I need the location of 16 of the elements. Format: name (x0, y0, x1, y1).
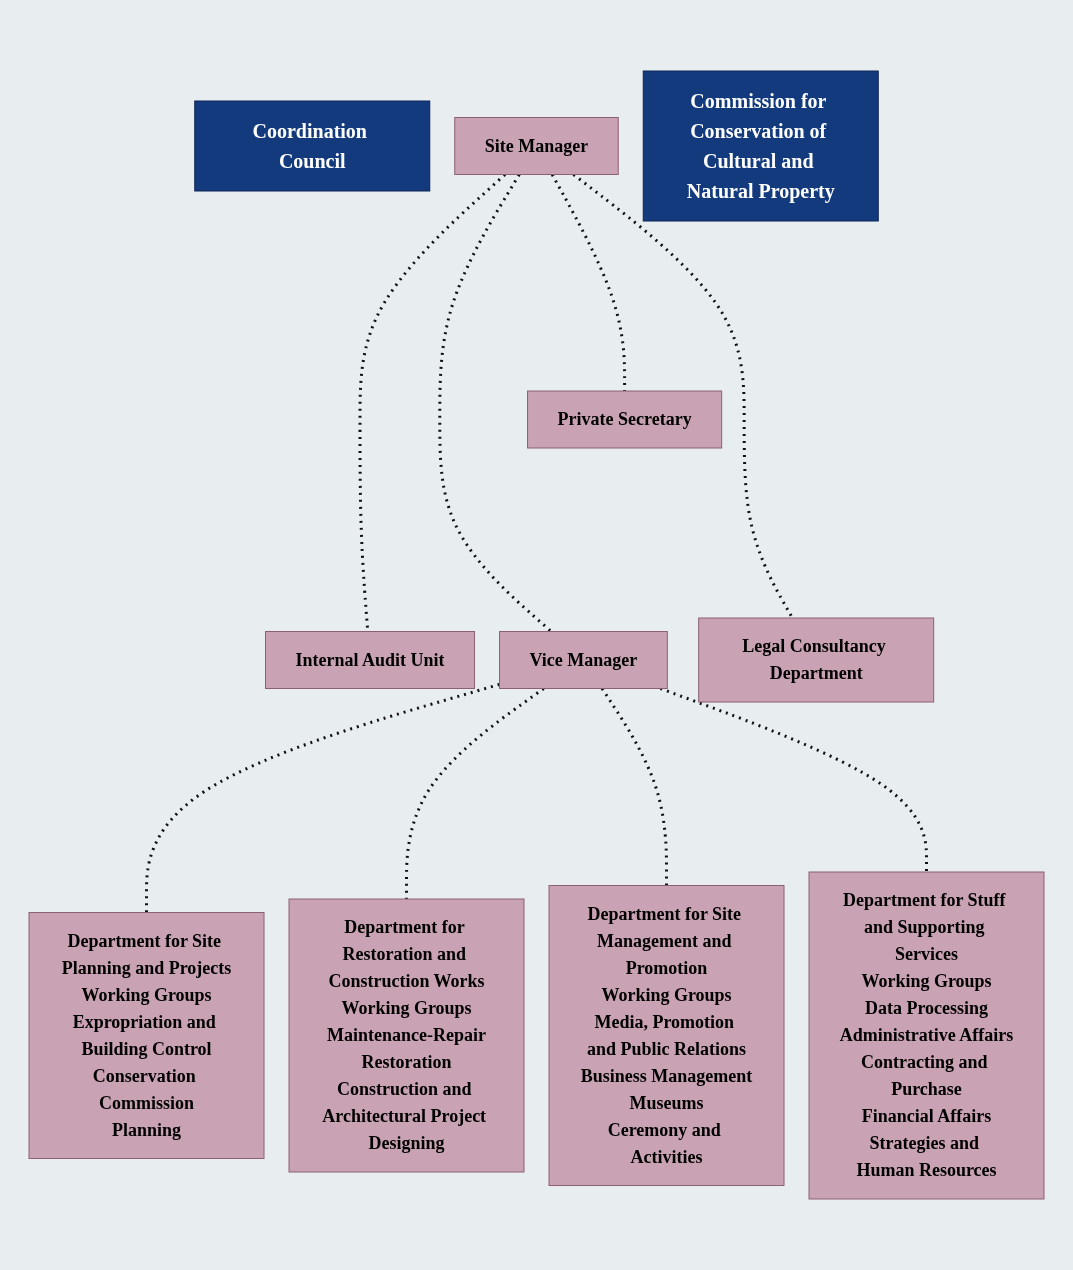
node-box: Department for Site Planning and Projects Working Groups Expropriation and Building Control Conservation Commission Planning (28, 912, 265, 1159)
node-box: Site Manager (454, 117, 619, 175)
node-box: Coordination Council (194, 100, 431, 192)
node-box: Department for Site Management and Promotion Working Groups Media, Promotion and Public Relations Business Management Museums Ceremony and Activities (548, 885, 785, 1186)
node-box: Department for Restoration and Construction Works Working Groups Maintenance-Repair Restoration Construction and Architectural Project Designing (288, 898, 525, 1173)
connector (659, 687, 928, 872)
node-box: Legal Consultancy Department (698, 617, 935, 703)
node-box: Department for Stuff and Supporting Services Working Groups Data Processing Administrative Affairs Contracting and Purchase Financial Affairs Strategies and Human Resources (808, 871, 1045, 1200)
node-box: Private Secretary (527, 390, 723, 449)
connector (600, 687, 668, 886)
connector (572, 173, 794, 619)
node-box: Vice Manager (499, 631, 668, 689)
node-box: Commission for Conservation of Cultural and Natural Property (642, 70, 879, 222)
connector (145, 682, 500, 913)
connector (438, 173, 553, 633)
node-box: Internal Audit Unit (265, 631, 476, 689)
